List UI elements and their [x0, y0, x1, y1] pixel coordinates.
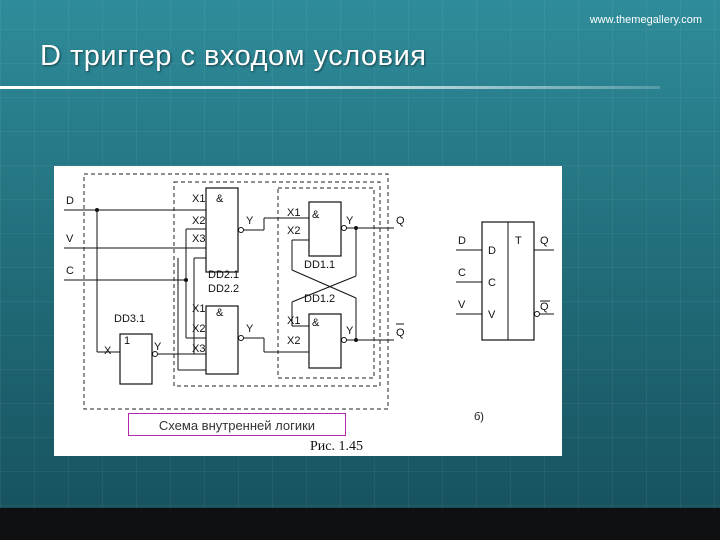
dd2-2-x1-label: X1 — [192, 303, 205, 315]
figure-caption: Рис. 1.45 — [310, 439, 363, 454]
circuit-diagram: D V C X1 X2 X3 & Y DD2.1 DD2.2 X1 X2 X3 … — [64, 173, 554, 454]
block-t-label: T — [515, 235, 522, 247]
title-underline — [0, 86, 660, 89]
block-d-input-label: D — [458, 235, 466, 247]
website-url: www.themegallery.com — [589, 14, 702, 26]
dd2-2-x2-label: X2 — [192, 323, 205, 335]
dd1-1-x1-label: X1 — [287, 207, 300, 219]
dd1-2-inversion-circle — [341, 337, 347, 343]
block-v-pin-label: V — [488, 309, 496, 321]
dd1-2-x1-label: X1 — [287, 315, 300, 327]
dd2-2-and-symbol: & — [216, 307, 224, 319]
dd2-1-x1-label: X1 — [192, 193, 205, 205]
dd1-2-x2-label: X2 — [287, 335, 300, 347]
dd2-2-gate — [205, 305, 239, 375]
dd2-1-y-label: Y — [246, 215, 254, 227]
feedback-qbar-cross — [291, 269, 357, 299]
bottom-bar — [0, 508, 720, 540]
dd2-1-inversion-circle — [238, 227, 244, 233]
caption-box: Схема внутренней логики — [128, 413, 346, 436]
v-input-label: V — [66, 233, 74, 245]
dd1-1-inversion-circle — [341, 225, 347, 231]
dd2-1-and-symbol: & — [216, 193, 224, 205]
c-input-label: C — [66, 265, 74, 277]
dd1-2-gate — [308, 313, 342, 369]
dd3-1-chip-label: DD3.1 — [114, 313, 145, 325]
block-c-input-label: C — [458, 267, 466, 279]
dd1-1-chip-label: DD1.1 — [304, 259, 335, 271]
slide-title: D триггер с входом условия — [40, 40, 427, 72]
block-v-input-label: V — [458, 299, 466, 311]
dd2-2-inversion-circle — [238, 335, 244, 341]
dd2-1-chip-label: DD2.1 — [208, 269, 239, 281]
dd1-1-and-symbol: & — [312, 209, 320, 221]
q-output-label: Q — [396, 215, 405, 227]
circuit-figure: D V C X1 X2 X3 & Y DD2.1 DD2.2 X1 X2 X3 … — [54, 166, 562, 456]
dd2-2-y-label: Y — [246, 323, 254, 335]
sub-figure-label: б) — [474, 411, 484, 423]
dd2-2-chip-label: DD2.2 — [208, 283, 239, 295]
dd2-1-x3-label: X3 — [192, 233, 205, 245]
dd3-1-not-symbol: 1 — [124, 335, 130, 347]
block-qbar-output-label: Q — [540, 301, 549, 313]
dd1-1-y-label: Y — [346, 215, 354, 227]
dd2-2-x3-label: X3 — [192, 343, 205, 355]
feedback-q-cross — [291, 275, 357, 303]
d-input-label: D — [66, 195, 74, 207]
dd1-1-gate — [308, 201, 342, 257]
dd1-1-x2-label: X2 — [287, 225, 300, 237]
inner-dashed-box — [277, 187, 375, 379]
middle-dashed-box — [173, 181, 381, 387]
outer-dashed-box — [83, 173, 389, 410]
block-qbar-inversion — [534, 311, 540, 317]
dd3-1-gate — [119, 333, 153, 385]
dd1-2-and-symbol: & — [312, 317, 320, 329]
dd3-1-y-label: Y — [154, 341, 162, 353]
dd1-2-y-label: Y — [346, 325, 354, 337]
block-d-pin-label: D — [488, 245, 496, 257]
block-c-pin-label: C — [488, 277, 496, 289]
qbar-output-label: Q — [396, 327, 405, 339]
dd3-1-inversion-circle — [152, 351, 158, 357]
dd1-2-chip-label: DD1.2 — [304, 293, 335, 305]
dd2-1-x2-label: X2 — [192, 215, 205, 227]
dd3-1-x-label: X — [104, 345, 112, 357]
block-q-output-label: Q — [540, 235, 549, 247]
